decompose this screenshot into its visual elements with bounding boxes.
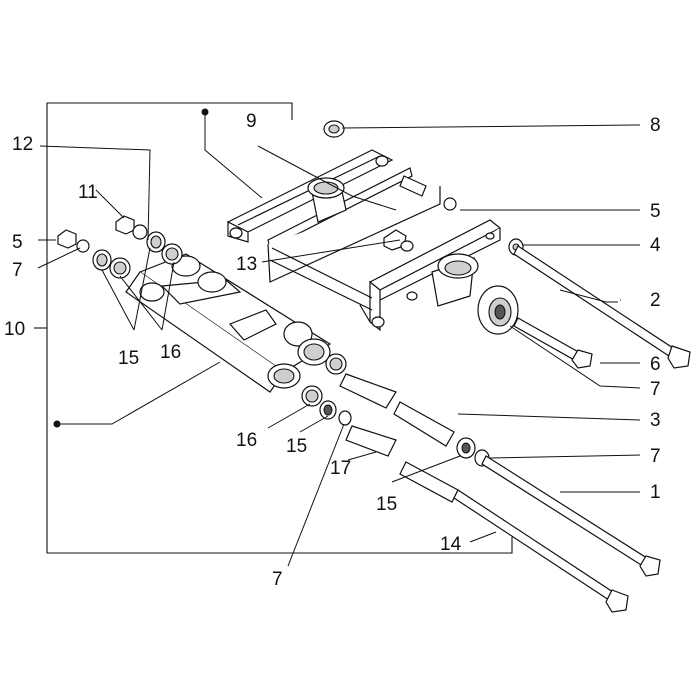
callout-2: 2 <box>650 290 661 311</box>
nut-8 <box>323 120 345 138</box>
callout-5-right: 5 <box>650 201 661 222</box>
callout-5-left: 5 <box>12 232 23 253</box>
callout-14: 14 <box>440 534 462 555</box>
callout-4: 4 <box>650 235 661 256</box>
callout-7-bottom: 7 <box>272 569 283 590</box>
callout-10: 9 <box>246 111 257 132</box>
callout-15-lower: 15 <box>286 436 307 457</box>
callout-3: 3 <box>650 410 661 431</box>
callout-11: 10 <box>4 319 25 340</box>
left-hardware <box>57 215 183 279</box>
bolt-2 <box>513 245 691 369</box>
callout-7-right: 7 <box>650 446 661 467</box>
callout-16-lower: 16 <box>236 430 257 451</box>
callout-7-left: 7 <box>12 260 23 281</box>
callout-9: 7 <box>650 379 661 400</box>
callout-13: 13 <box>236 254 257 275</box>
nut-13 <box>383 229 414 252</box>
bushing-9 <box>477 285 519 335</box>
leader-lines <box>37 124 641 567</box>
callout-17: 17 <box>330 458 351 479</box>
assembly-pointers <box>53 108 263 428</box>
callout-7-topleft: 12 <box>12 134 33 155</box>
bolt-6 <box>513 317 593 369</box>
callout-6: 6 <box>650 354 661 375</box>
callout-12: 11 <box>78 182 98 203</box>
callout-labels: 8 9 5 4 13 2 6 7 3 7 1 14 7 15 17 16 15 … <box>4 111 661 590</box>
upper-frame-10 <box>226 149 502 332</box>
lower-hardware <box>301 353 661 613</box>
assembly-11-bracket <box>34 102 513 554</box>
callout-8: 8 <box>650 115 661 136</box>
callout-1: 1 <box>650 482 661 503</box>
callout-15-left: 15 <box>118 348 139 369</box>
callout-16-left: 16 <box>160 342 181 363</box>
callout-15-bottom: 15 <box>376 494 397 515</box>
swing-arm-body <box>125 253 332 393</box>
